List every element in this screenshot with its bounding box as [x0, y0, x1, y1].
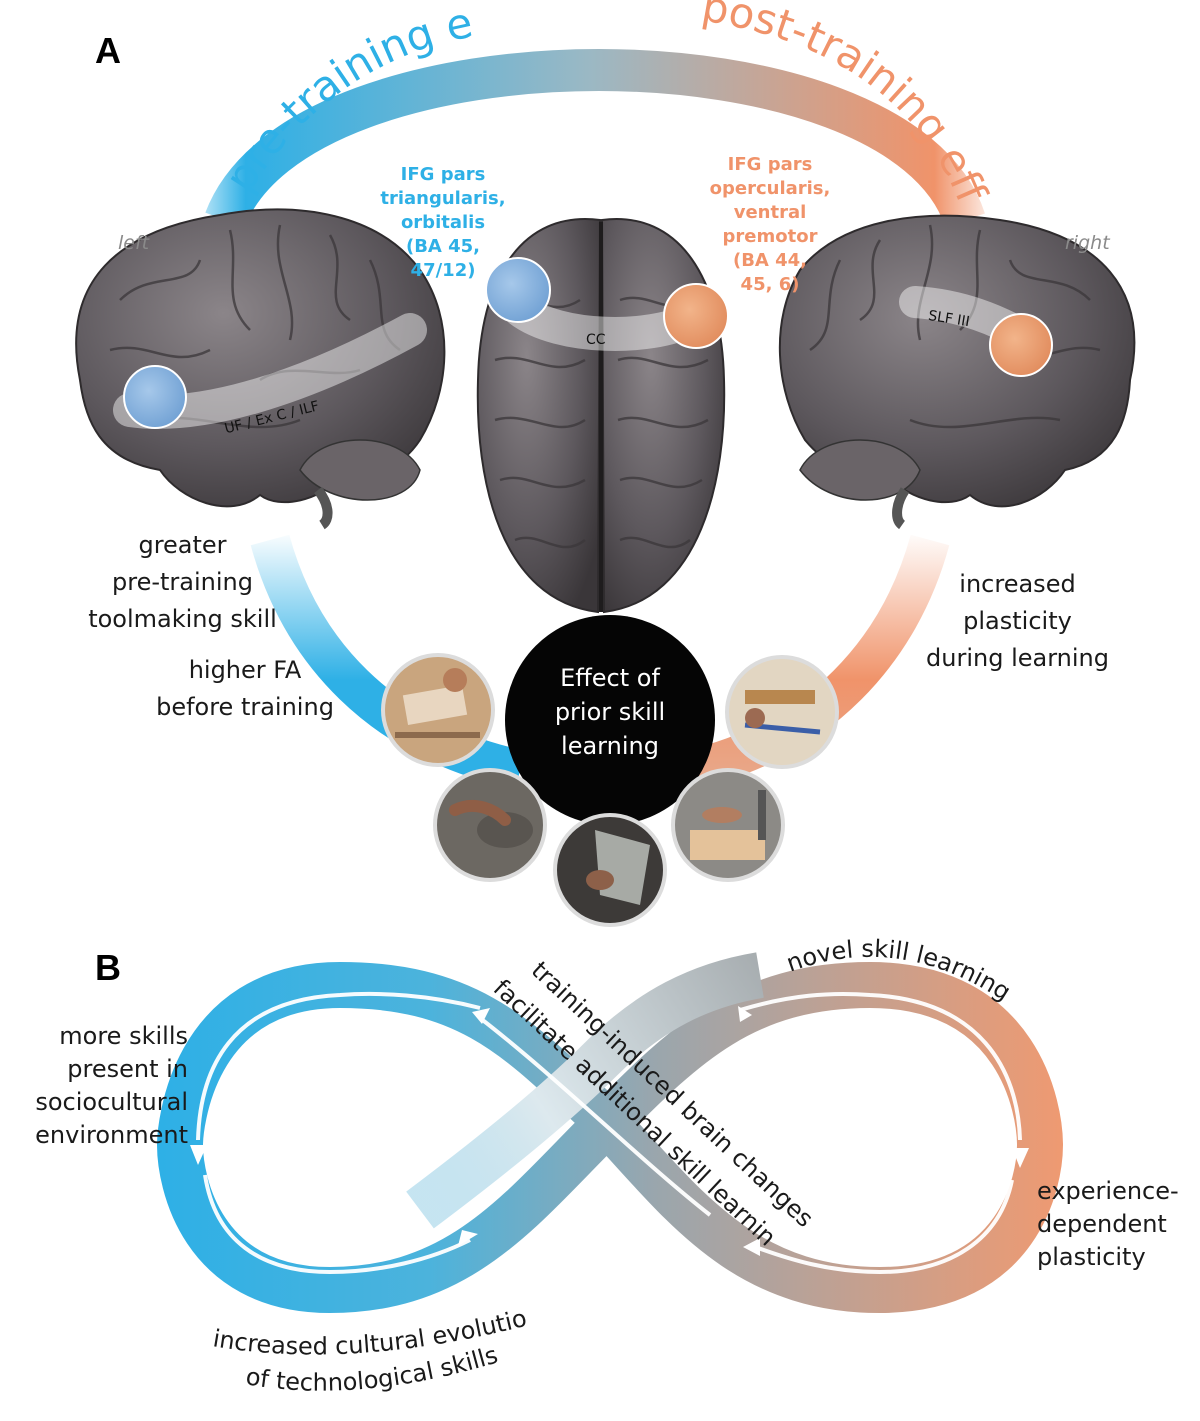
photo-woodcarving — [381, 653, 495, 767]
panel-letter-a: A — [95, 30, 121, 71]
more-skills-line-4: environment — [35, 1121, 188, 1149]
center-line-2: prior skill — [554, 698, 666, 726]
center-line-1: Effect of — [560, 664, 660, 692]
infinity-arrowheads — [190, 1006, 1029, 1256]
photo-saw-planing — [725, 655, 839, 769]
roi-center-orange — [663, 283, 729, 349]
experience-line-1: experience- — [1037, 1177, 1179, 1205]
top-arc — [205, 49, 985, 229]
side-label-right: right — [1065, 232, 1110, 254]
label-fa-line-2: before training — [156, 693, 334, 721]
roi-orange-line-2: opercularis, — [709, 178, 831, 199]
roi-orange-line-5: (BA 44, — [732, 250, 808, 271]
label-higher-fa: higher FA before training — [140, 652, 350, 726]
panel-letter-b: B — [95, 947, 121, 988]
roi-label-blue: IFG pars triangularis, orbitalis (BA 45,… — [368, 163, 518, 283]
superior-brain: CC — [476, 218, 729, 614]
label-skill-line-3: toolmaking skill — [88, 605, 277, 633]
infinity-cross-strand — [406, 952, 765, 1229]
left-lateral-brain: UF / Ex C / ILF — [75, 208, 446, 530]
roi-orange-line-3: ventral — [733, 202, 807, 223]
label-more-skills: more skills present in sociocultural env… — [0, 1020, 188, 1152]
label-experience-plasticity: experience- dependent plasticity — [1037, 1175, 1197, 1274]
roi-blue-line-1: IFG pars — [400, 164, 486, 185]
roi-left-blue — [123, 365, 187, 429]
roi-blue-line-3: orbitalis — [400, 212, 486, 233]
lower-arc-right — [685, 534, 950, 790]
roi-orange-line-6: 45, 6) — [740, 274, 800, 295]
label-increased-plasticity: increased plasticity during learning — [915, 566, 1120, 677]
center-circle-label: Effect of prior skill learning — [505, 661, 715, 763]
roi-label-orange: IFG pars opercularis, ventral premotor (… — [690, 153, 850, 297]
roi-orange-line-1: IFG pars — [727, 154, 813, 175]
infinity-loop — [157, 962, 1063, 1313]
label-skill-line-1: greater — [138, 531, 227, 559]
experience-line-2: dependent — [1037, 1210, 1167, 1238]
photo-pottery — [433, 768, 547, 882]
roi-blue-line-5: 47/12) — [410, 260, 476, 281]
label-plasticity-line-2: plasticity — [963, 607, 1072, 635]
label-plasticity-line-1: increased — [959, 570, 1076, 598]
roi-blue-line-2: triangularis, — [380, 188, 506, 209]
roi-center-blue — [485, 257, 551, 323]
roi-orange-line-4: premotor — [722, 226, 818, 247]
tract-right-label: SLF III — [927, 308, 971, 330]
side-label-left: left — [118, 232, 150, 254]
more-skills-line-3: sociocultural — [35, 1088, 188, 1116]
label-pretraining-skill: greater pre-training toolmaking skill — [60, 527, 305, 638]
center-line-3: learning — [561, 732, 659, 760]
label-plasticity-line-3: during learning — [926, 644, 1109, 672]
roi-right-orange — [989, 313, 1053, 377]
roi-blue-line-4: (BA 45, — [405, 236, 481, 257]
infinity-arrow-lines — [196, 991, 1022, 1275]
experience-line-3: plasticity — [1037, 1243, 1146, 1271]
center-circle — [505, 615, 715, 825]
tract-center-label: CC — [586, 332, 606, 348]
more-skills-line-2: present in — [67, 1055, 188, 1083]
right-lateral-brain: SLF III — [778, 214, 1136, 530]
more-skills-line-1: more skills — [59, 1022, 188, 1050]
label-skill-line-2: pre-training — [112, 568, 253, 596]
photo-stone-knapping — [553, 813, 667, 927]
photo-bandsaw — [671, 768, 785, 882]
label-fa-line-1: higher FA — [188, 656, 302, 684]
